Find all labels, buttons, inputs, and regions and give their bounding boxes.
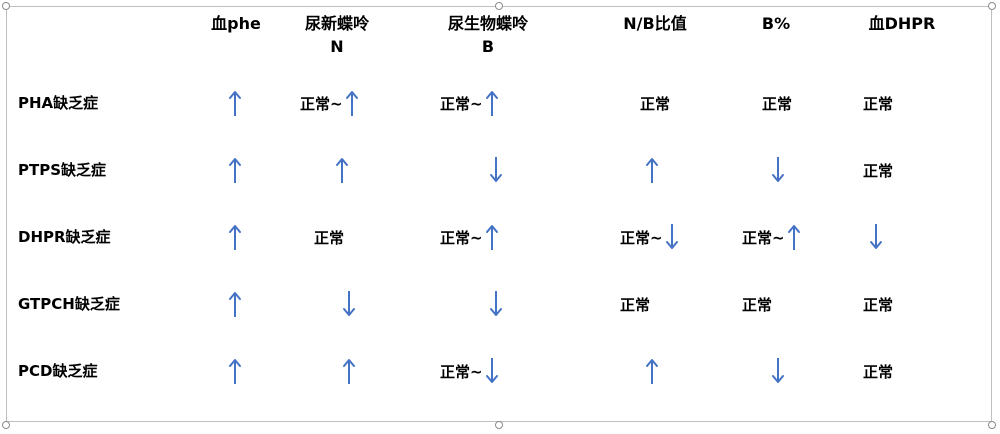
table-cell bbox=[228, 357, 242, 385]
cell-text: 正常~ bbox=[440, 94, 483, 113]
cell-text: 正常~ bbox=[620, 228, 663, 247]
header-line: 尿新蝶呤 bbox=[304, 14, 369, 33]
down-arrow-icon bbox=[870, 224, 882, 249]
table-cell: 正常 bbox=[863, 89, 893, 117]
table-cell bbox=[342, 290, 356, 318]
header-line: B% bbox=[761, 14, 791, 33]
resize-handle[interactable] bbox=[495, 2, 503, 10]
table-cell: 正常 bbox=[742, 290, 772, 318]
up-arrow-icon bbox=[787, 225, 800, 250]
up-arrow-icon bbox=[343, 359, 355, 384]
table-cell bbox=[228, 89, 242, 117]
header-line: N/B比值 bbox=[623, 14, 687, 33]
resize-handle[interactable] bbox=[495, 421, 503, 429]
down-arrow-icon bbox=[665, 224, 678, 249]
row-label: PHA缺乏症 bbox=[18, 94, 99, 112]
table-cell bbox=[771, 357, 785, 385]
table-cell: 正常 bbox=[620, 290, 650, 318]
row-label: PCD缺乏症 bbox=[18, 362, 98, 380]
up-arrow-icon bbox=[646, 359, 658, 384]
cell-text: 正常~ bbox=[742, 228, 785, 247]
header-line: 血phe bbox=[211, 14, 261, 33]
table-cell bbox=[335, 156, 349, 184]
cell-text: 正常~ bbox=[300, 94, 343, 113]
table-cell: 正常 bbox=[863, 156, 893, 184]
cell-text: 正常 bbox=[620, 295, 651, 314]
column-header-b: 尿生物蝶呤 B bbox=[418, 12, 558, 58]
down-arrow-icon bbox=[490, 157, 502, 182]
header-line: N bbox=[330, 37, 344, 56]
cell-text: 正常 bbox=[314, 228, 345, 247]
cell-text: 正常 bbox=[640, 94, 671, 113]
down-arrow-icon bbox=[772, 157, 784, 182]
up-arrow-icon bbox=[646, 158, 658, 183]
table-cell: 正常 bbox=[314, 223, 344, 251]
table-cell: 正常~ bbox=[300, 89, 359, 117]
table-cell bbox=[228, 290, 242, 318]
resize-handle[interactable] bbox=[2, 2, 10, 10]
table-cell: 正常~ bbox=[440, 223, 499, 251]
header-line: 尿生物蝶呤 bbox=[447, 14, 528, 33]
cell-text: 正常 bbox=[762, 94, 793, 113]
column-header-n: 尿新蝶呤 N bbox=[267, 12, 407, 58]
up-arrow-icon bbox=[229, 158, 241, 183]
column-header-phe: 血phe bbox=[166, 12, 306, 35]
cell-text: 正常~ bbox=[440, 228, 483, 247]
resize-handle[interactable] bbox=[988, 2, 996, 10]
table-cell bbox=[489, 290, 503, 318]
table-cell: 正常 bbox=[863, 357, 893, 385]
resize-handle[interactable] bbox=[988, 421, 996, 429]
table-cell bbox=[771, 156, 785, 184]
column-header-bp: B% bbox=[706, 12, 846, 35]
cell-text: 正常 bbox=[742, 295, 773, 314]
cell-text: 正常 bbox=[863, 362, 894, 381]
down-arrow-icon bbox=[485, 358, 498, 383]
table-cell: 正常~ bbox=[440, 89, 499, 117]
column-header-dhpr: 血DHPR bbox=[832, 12, 972, 35]
down-arrow-icon bbox=[490, 291, 502, 316]
column-header-nb: N/B比值 bbox=[585, 12, 725, 35]
table-cell bbox=[228, 156, 242, 184]
up-arrow-icon bbox=[229, 91, 241, 116]
table-cell bbox=[489, 156, 503, 184]
down-arrow-icon bbox=[772, 358, 784, 383]
text-box-frame bbox=[6, 6, 992, 422]
up-arrow-icon bbox=[229, 359, 241, 384]
row-label: GTPCH缺乏症 bbox=[18, 295, 120, 313]
cell-text: 正常~ bbox=[440, 362, 483, 381]
table-cell bbox=[869, 223, 883, 251]
up-arrow-icon bbox=[345, 91, 358, 116]
down-arrow-icon bbox=[343, 291, 355, 316]
table-cell: 正常~ bbox=[620, 223, 679, 251]
cell-text: 正常 bbox=[863, 161, 894, 180]
up-arrow-icon bbox=[485, 225, 498, 250]
up-arrow-icon bbox=[336, 158, 348, 183]
table-cell: 正常~ bbox=[742, 223, 801, 251]
row-label: PTPS缺乏症 bbox=[18, 161, 107, 179]
table-cell bbox=[645, 156, 659, 184]
header-line: B bbox=[481, 37, 495, 56]
row-label: DHPR缺乏症 bbox=[18, 228, 111, 246]
table-cell: 正常~ bbox=[440, 357, 499, 385]
resize-handle[interactable] bbox=[2, 421, 10, 429]
cell-text: 正常 bbox=[863, 94, 894, 113]
up-arrow-icon bbox=[485, 91, 498, 116]
up-arrow-icon bbox=[229, 225, 241, 250]
table-cell: 正常 bbox=[762, 89, 792, 117]
header-line: 血DHPR bbox=[868, 14, 936, 33]
table-cell: 正常 bbox=[640, 89, 670, 117]
up-arrow-icon bbox=[229, 292, 241, 317]
cell-text: 正常 bbox=[863, 295, 894, 314]
table-cell bbox=[645, 357, 659, 385]
table-cell bbox=[228, 223, 242, 251]
table-cell: 正常 bbox=[863, 290, 893, 318]
table-cell bbox=[342, 357, 356, 385]
